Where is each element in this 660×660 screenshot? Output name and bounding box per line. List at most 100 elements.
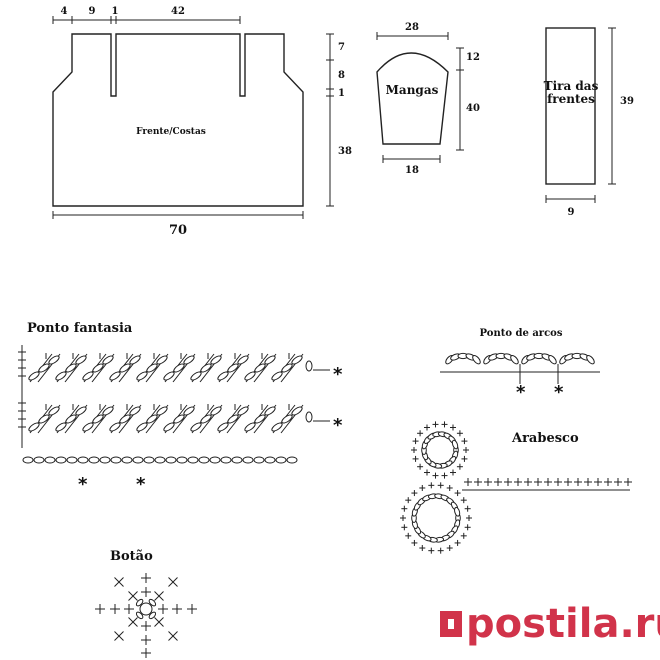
repeat-star: *: [554, 382, 564, 403]
repeat-star: *: [78, 474, 88, 495]
chain-stitch-symbol: [454, 506, 461, 517]
chain-stitch-symbol: [510, 354, 519, 365]
chain-stitch-symbol: [146, 414, 158, 424]
chain-stitch-symbol: [548, 354, 557, 365]
chain-stitch-symbol: [38, 414, 50, 424]
postila-watermark: postila.ru: [440, 601, 660, 647]
dim-1: 1: [112, 6, 119, 17]
fantasia-title: Ponto fantasia: [27, 321, 133, 336]
chain-stitch-symbol: [82, 422, 94, 432]
dim-9: 9: [89, 6, 96, 17]
sleeve-bottom-dimension: 18: [382, 155, 441, 176]
chain-stitch-symbol: [146, 363, 158, 373]
sleeve-label: Mangas: [386, 83, 439, 97]
chain-stitch-symbol: [200, 363, 212, 373]
dim-28: 28: [405, 22, 419, 33]
chain-stitch-symbol: [82, 371, 94, 381]
chain-stitch-symbol: [129, 406, 141, 416]
chain-stitch-symbol: [220, 456, 232, 464]
chain-stitch-symbol: [148, 611, 157, 620]
strip-label-line2: frentes: [547, 92, 595, 106]
chain-stitch-symbol: [237, 355, 249, 365]
strip-label-line1: Tira das: [544, 79, 599, 93]
chain-stitch-symbol: [254, 363, 266, 373]
chain-stitch-symbol: [129, 355, 141, 365]
dim-7: 7: [338, 42, 345, 53]
ponto-de-arcos-chart: Ponto de arcos * *: [440, 328, 600, 403]
body-top-dimension: 4 9 1 42: [52, 6, 241, 24]
chain-stitch-symbol: [92, 363, 104, 373]
chain-stitch-symbol: [156, 355, 168, 365]
body-piece: Frente/Costas 4 9 1 42 7 8 1 38: [52, 6, 352, 238]
chain-stitch-symbol: [472, 354, 481, 365]
dim-12: 12: [466, 52, 480, 63]
chain-stitch-symbol: [135, 598, 144, 607]
chain-stitch-symbol: [200, 414, 212, 424]
chain-stitch-symbol: [183, 406, 195, 416]
strip-bottom-dimension: 9: [545, 195, 596, 218]
x-stitch-symbol: [168, 631, 178, 641]
front-strip-piece: Tira das frentes 39 9: [544, 27, 634, 218]
chain-stitch-symbol: [102, 355, 114, 365]
chain-stitch-symbol: [254, 414, 266, 424]
x-stitch-symbol: [154, 617, 164, 627]
chain-stitch-symbol: [28, 371, 40, 381]
dim-8: 8: [338, 70, 345, 81]
chain-stitch-symbol: [48, 406, 60, 416]
dim-40: 40: [466, 103, 480, 114]
repeat-star: *: [333, 364, 343, 385]
chain-stitch-symbol: [281, 414, 293, 424]
chain-stitch-symbol: [109, 422, 121, 432]
chain-stitch-symbol: [55, 371, 67, 381]
chain-stitch-symbol: [244, 422, 256, 432]
body-side-dimension: 7 8 1 38: [326, 33, 352, 207]
sleeve-piece: Mangas 28 12 40 18: [376, 22, 480, 176]
chain-stitch-symbol: [586, 354, 595, 365]
dim-42: 42: [171, 6, 185, 17]
ponto-fantasia-chart: Ponto fantasia * * * *: [18, 321, 343, 495]
chain-stitch-symbol: [253, 456, 265, 464]
chain-stitch-symbol: [187, 456, 199, 464]
botao-title: Botão: [110, 549, 153, 564]
sleeve-top-dimension: 28: [376, 22, 449, 40]
chain-stitch-symbol: [55, 422, 67, 432]
chain-stitch-symbol: [163, 422, 175, 432]
chain-stitch-symbol: [165, 456, 177, 464]
dim-1b: 1: [338, 88, 345, 99]
chain-stitch-symbol: [77, 456, 89, 464]
repeat-star: *: [516, 382, 526, 403]
dim-4: 4: [61, 6, 68, 17]
chain-stitch-symbol: [163, 371, 175, 381]
x-stitch-symbol: [128, 591, 138, 601]
chain-stitch-symbol: [210, 355, 222, 365]
chain-stitch-symbol: [271, 422, 283, 432]
chain-stitch-symbol: [102, 406, 114, 416]
chain-stitch-symbol: [190, 371, 202, 381]
chain-stitch-symbol: [281, 363, 293, 373]
chain-stitch-symbol: [119, 363, 131, 373]
chain-stitch-symbol: [244, 371, 256, 381]
chain-stitch-symbol: [156, 406, 168, 416]
chain-stitch-symbol: [121, 456, 133, 464]
chain-stitch-symbol: [237, 406, 249, 416]
x-stitch-symbol: [168, 577, 178, 587]
sleeve-outline: [376, 52, 449, 145]
chain-stitch-symbol: [44, 456, 56, 464]
fantasia-row-markers: [305, 360, 330, 423]
botao-chart: Botão: [95, 549, 197, 658]
chain-stitch-symbol: [217, 422, 229, 432]
chain-stitch-symbol: [190, 422, 202, 432]
chain-stitch-symbol: [176, 456, 188, 464]
chain-stitch-symbol: [28, 422, 40, 432]
chain-stitch-symbol: [209, 456, 221, 464]
chain-stitch-symbol: [217, 371, 229, 381]
chain-stitch-symbol: [65, 414, 77, 424]
dim-18: 18: [405, 165, 419, 176]
chain-stitch-symbol: [99, 456, 111, 464]
postila-logo-icon: [440, 611, 462, 637]
dim-70: 70: [169, 223, 187, 238]
chain-stitch-symbol: [75, 355, 87, 365]
repeat-star: *: [333, 415, 343, 436]
chain-stitch-symbol: [264, 456, 276, 464]
chain-stitch-symbol: [264, 406, 276, 416]
